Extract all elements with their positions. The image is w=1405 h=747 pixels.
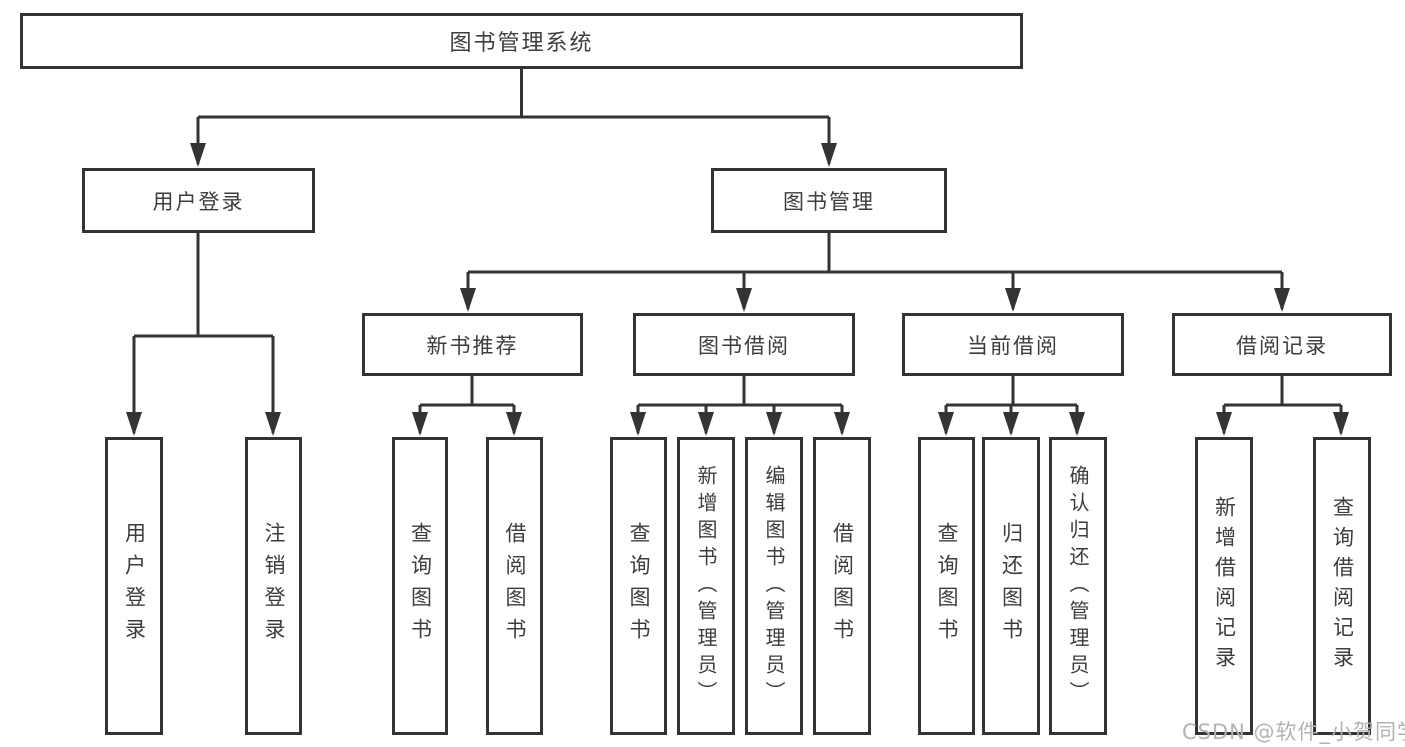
arrowhead-icon xyxy=(1005,288,1021,312)
arrowhead-icon xyxy=(1003,412,1019,436)
node-book-borrow: 图书借阅 xyxy=(633,313,855,376)
arrowhead-icon xyxy=(834,412,850,436)
leaf-user-login-label: 用户登录 xyxy=(122,522,147,650)
arrowheads xyxy=(126,143,1349,436)
leaf-borrow-edit-label: 编辑图书（管理员） xyxy=(762,464,786,708)
csdn-watermark: CSDN @软件_小贺同学 xyxy=(1182,720,1405,744)
leaf-logout: 注销登录 xyxy=(245,437,302,735)
connector-user-login-to-leaves xyxy=(132,233,275,433)
leaf-borrow-borrow-label: 借阅图书 xyxy=(830,522,855,650)
leaf-borrow-add-label: 新增图书（管理员） xyxy=(694,464,718,708)
node-root-label: 图书管理系统 xyxy=(449,31,594,56)
arrowhead-icon xyxy=(1333,412,1349,436)
node-current-borrow: 当前借阅 xyxy=(902,313,1124,376)
arrowhead-icon xyxy=(938,412,954,436)
leaf-records-add-label: 新增借阅记录 xyxy=(1212,496,1237,676)
node-book-mgmt-label: 图书管理 xyxy=(783,189,875,214)
node-new-books-label: 新书推荐 xyxy=(426,333,519,358)
leaf-logout-label: 注销登录 xyxy=(262,522,286,650)
arrowhead-icon xyxy=(460,288,476,312)
node-root: 图书管理系统 xyxy=(20,13,1023,69)
node-book-mgmt: 图书管理 xyxy=(711,168,947,233)
node-user-login-label: 用户登录 xyxy=(152,189,245,214)
connector-book-borrow-to-leaves xyxy=(636,376,844,433)
arrowhead-icon xyxy=(1069,412,1085,436)
arrowhead-icon xyxy=(190,143,206,167)
node-user-login: 用户登录 xyxy=(82,168,315,233)
connector-book-mgmt-to-level3 xyxy=(466,233,1284,309)
leaf-current-return-label: 归还图书 xyxy=(999,522,1024,650)
arrowhead-icon xyxy=(506,412,522,436)
arrowhead-icon xyxy=(1274,288,1290,312)
arrowhead-icon xyxy=(766,412,782,436)
leaf-newbooks-query: 查询图书 xyxy=(392,437,448,735)
leaf-borrow-query: 查询图书 xyxy=(610,437,667,735)
leaf-borrow-query-label: 查询图书 xyxy=(627,522,651,650)
leaf-records-add: 新增借阅记录 xyxy=(1195,437,1253,735)
leaf-records-query: 查询借阅记录 xyxy=(1313,437,1371,735)
leaf-current-query-label: 查询图书 xyxy=(935,522,959,650)
arrowhead-icon xyxy=(630,412,646,436)
leaf-newbooks-borrow-label: 借阅图书 xyxy=(503,522,527,650)
node-new-books: 新书推荐 xyxy=(362,313,583,376)
leaf-borrow-add: 新增图书（管理员） xyxy=(677,437,735,735)
node-current-borrow-label: 当前借阅 xyxy=(967,333,1059,358)
leaf-borrow-edit: 编辑图书（管理员） xyxy=(745,437,803,735)
arrowhead-icon xyxy=(1216,412,1232,436)
arrowhead-icon xyxy=(265,412,281,436)
leaf-user-login: 用户登录 xyxy=(105,437,163,735)
leaf-current-confirm-label: 确认归还（管理员） xyxy=(1066,464,1090,708)
arrowhead-icon xyxy=(126,412,142,436)
node-book-borrow-label: 图书借阅 xyxy=(698,333,790,358)
leaf-newbooks-query-label: 查询图书 xyxy=(408,522,433,650)
leaf-records-query-label: 查询借阅记录 xyxy=(1330,496,1355,676)
node-borrow-records: 借阅记录 xyxy=(1172,313,1392,376)
connector-new-books-to-leaves xyxy=(418,376,516,433)
arrowhead-icon xyxy=(698,412,714,436)
node-borrow-records-label: 借阅记录 xyxy=(1236,333,1328,358)
arrowhead-icon xyxy=(736,288,752,312)
leaf-borrow-borrow: 借阅图书 xyxy=(813,437,871,735)
connector-borrow-records-to-leaves xyxy=(1222,376,1343,433)
leaf-current-confirm: 确认归还（管理员） xyxy=(1049,437,1107,735)
leaf-current-return: 归还图书 xyxy=(982,437,1040,735)
leaf-current-query: 查询图书 xyxy=(918,437,975,735)
arrowhead-icon xyxy=(412,412,428,436)
connector-root-to-level2 xyxy=(196,69,831,164)
arrowhead-icon xyxy=(821,143,837,167)
leaf-newbooks-borrow: 借阅图书 xyxy=(486,437,543,735)
